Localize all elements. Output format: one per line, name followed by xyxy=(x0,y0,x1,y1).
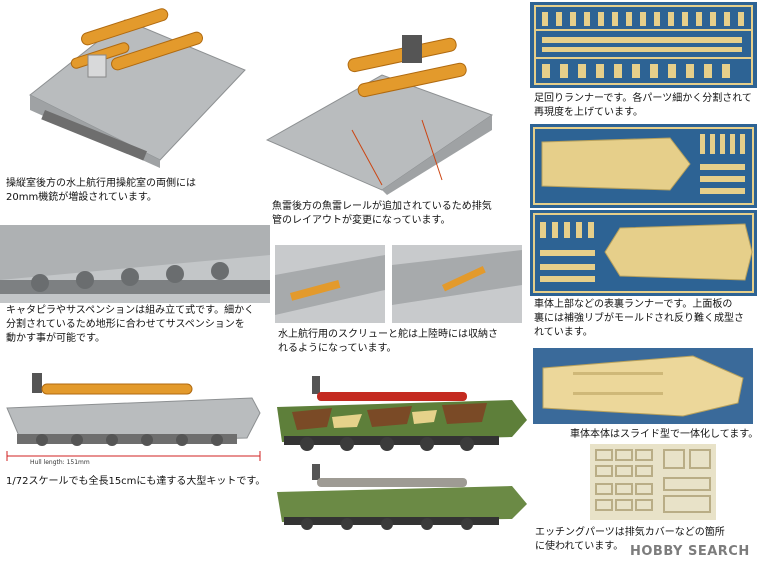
etching-parts-image xyxy=(590,444,716,520)
runner-upper-image-1 xyxy=(530,124,757,208)
caption-runner-upper: 車体上部などの表裏ランナーです。上面板の 裏には補強リブがモールドされ反り難く成… xyxy=(534,299,744,338)
hull-slide-image xyxy=(533,348,753,424)
screw-closeup-left xyxy=(275,245,385,323)
caption-runner-feet: 足回りランナーです。各パーツ細かく分割されて 再現度を上げています。 xyxy=(534,93,752,118)
camo-profile xyxy=(272,372,530,460)
caption-tracks: キャタピラやサスペンションは組み立て式です。細かく 分割されているため地形に合わ… xyxy=(6,305,255,344)
caption-hull-slide: 車体本体はスライド型で一体化してます。 xyxy=(570,429,759,440)
hull-side-profile xyxy=(2,368,270,466)
caption-cockpit: 操縦室後方の水上航行用操舵室の両側には 20mm機銃が増設されています。 xyxy=(6,178,196,203)
track-closeup xyxy=(0,225,270,303)
hobby-search-watermark: HOBBY SEARCH xyxy=(630,544,750,559)
screw-closeup-right xyxy=(392,245,522,323)
hull-length-label: Hull length: 151mm xyxy=(30,459,90,466)
caption-etching: エッチングパーツは排気カバーなどの箇所 に使われています。 xyxy=(535,527,725,552)
olive-profile xyxy=(272,462,530,532)
caption-torpedo-rail: 魚雷後方の魚雷レールが追加されているため排気 管のレイアウトが変更になっています… xyxy=(272,201,492,226)
caption-screw: 水上航行用のスクリューと舵は上陸時には収納さ れるようになっています。 xyxy=(278,329,498,354)
caption-scale: 1/72スケールでも全長15cmにも達する大型キットです。 xyxy=(6,476,266,487)
hull-render-top-middle xyxy=(262,30,524,195)
hull-render-top-left xyxy=(10,0,255,168)
runner-feet-image xyxy=(530,2,757,88)
runner-upper-image-2 xyxy=(530,210,757,296)
